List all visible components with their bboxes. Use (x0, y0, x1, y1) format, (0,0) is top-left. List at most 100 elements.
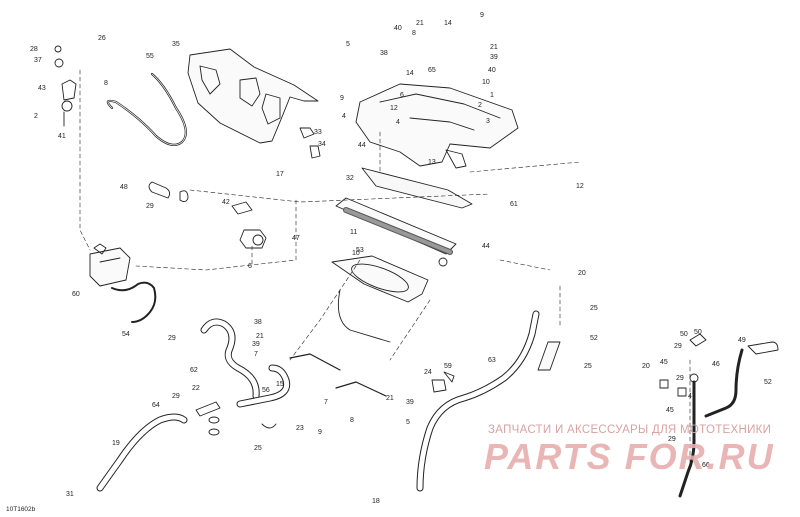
hose-end-48 (148, 181, 189, 203)
callout-13: 13 (428, 159, 436, 166)
callout-44: 44 (358, 142, 366, 149)
callout-40: 40 (394, 25, 402, 32)
callout-48: 48 (120, 184, 128, 191)
callout-labels: 2837265535438241333448291742476605429623… (30, 12, 772, 505)
callout-25: 25 (584, 363, 592, 370)
right-hose-assembly (659, 333, 779, 498)
callout-3: 3 (486, 118, 490, 125)
fitting-47 (231, 201, 267, 249)
callout-34: 34 (318, 141, 326, 148)
callout-8: 8 (412, 30, 416, 37)
callout-42: 42 (222, 199, 230, 206)
callout-45: 45 (660, 359, 668, 366)
callout-14: 14 (406, 70, 414, 77)
callout-46: 46 (712, 361, 720, 368)
callout-5: 5 (406, 419, 410, 426)
callout-23: 23 (296, 425, 304, 432)
radiator-44 (335, 197, 457, 267)
callout-4: 4 (342, 113, 346, 120)
callout-47: 47 (292, 235, 300, 242)
callout-2: 2 (478, 102, 482, 109)
callout-40: 40 (488, 67, 496, 74)
callout-32: 32 (346, 175, 354, 182)
callout-52: 52 (590, 335, 598, 342)
callout-21: 21 (256, 333, 264, 340)
callout-6: 6 (400, 92, 404, 99)
callout-12: 12 (390, 105, 398, 112)
callout-1: 1 (490, 92, 494, 99)
callout-2: 2 (34, 113, 38, 120)
callout-39: 39 (406, 399, 414, 406)
callout-25: 25 (590, 305, 598, 312)
callout-53: 53 (356, 247, 364, 254)
watermark-text: ЗАПЧАСТИ И АКСЕССУАРЫ ДЛЯ МОТОТЕХНИКИ (488, 424, 772, 436)
hose-64 (96, 413, 188, 492)
callout-41: 41 (58, 133, 66, 140)
callout-8: 8 (350, 417, 354, 424)
callout-35: 35 (172, 41, 180, 48)
callout-20: 20 (642, 363, 650, 370)
callout-31: 31 (66, 491, 74, 498)
callout-5: 5 (346, 41, 350, 48)
fitting-56 (195, 401, 277, 436)
callout-8: 8 (104, 80, 108, 87)
hose-54 (111, 281, 157, 323)
hose-52 (537, 341, 561, 371)
housing-35 (187, 48, 321, 159)
plate-61 (361, 167, 473, 209)
callout-10: 10 (482, 79, 490, 86)
callout-22: 22 (192, 385, 200, 392)
callout-63: 63 (488, 357, 496, 364)
callout-26: 26 (98, 35, 106, 42)
callout-37: 37 (34, 57, 42, 64)
callout-28: 28 (30, 46, 38, 53)
callout-65: 65 (428, 67, 436, 74)
callout-7: 7 (324, 399, 328, 406)
callout-29: 29 (668, 436, 676, 443)
callout-9: 9 (480, 12, 484, 19)
callout-29: 29 (172, 393, 180, 400)
callout-43: 43 (38, 85, 46, 92)
callout-4: 4 (396, 119, 400, 126)
callout-39: 39 (490, 54, 498, 61)
callout-7: 7 (254, 351, 258, 358)
callout-29: 29 (168, 335, 176, 342)
callout-60: 60 (72, 291, 80, 298)
callout-17: 17 (276, 171, 284, 178)
callout-24: 24 (424, 369, 432, 376)
callout-19: 19 (112, 440, 120, 447)
callout-25: 25 (254, 445, 262, 452)
callout-14: 14 (444, 20, 452, 27)
callout-21: 21 (490, 44, 498, 51)
callout-54: 54 (122, 331, 130, 338)
callout-52: 52 (764, 379, 772, 386)
cap-assembly-part (54, 45, 77, 127)
callout-38: 38 (380, 50, 388, 57)
callout-47: 47 (688, 393, 696, 400)
callout-55: 55 (146, 53, 154, 60)
diagram-code: 10T1602b (6, 506, 36, 513)
callout-50: 50 (694, 329, 702, 336)
callout-64: 64 (152, 402, 160, 409)
callout-49: 49 (738, 337, 746, 344)
fan-shroud-53 (331, 255, 429, 343)
callout-21: 21 (386, 395, 394, 402)
callout-6: 6 (248, 263, 252, 270)
callout-21: 21 (416, 20, 424, 27)
callout-11: 11 (350, 229, 357, 236)
callout-29: 29 (676, 375, 684, 382)
hose-55 (106, 72, 187, 147)
callout-29: 29 (674, 343, 682, 350)
reservoir-60 (89, 243, 131, 287)
clamp-parts (289, 353, 455, 397)
callout-39: 39 (252, 341, 260, 348)
callout-18: 18 (372, 498, 380, 505)
callout-33: 33 (314, 129, 322, 136)
callout-9: 9 (318, 429, 322, 436)
bracket-assembly (355, 83, 519, 169)
callout-15: 15 (276, 381, 284, 388)
callout-12: 12 (576, 183, 584, 190)
callout-29: 29 (146, 203, 154, 210)
callout-9: 9 (340, 95, 344, 102)
